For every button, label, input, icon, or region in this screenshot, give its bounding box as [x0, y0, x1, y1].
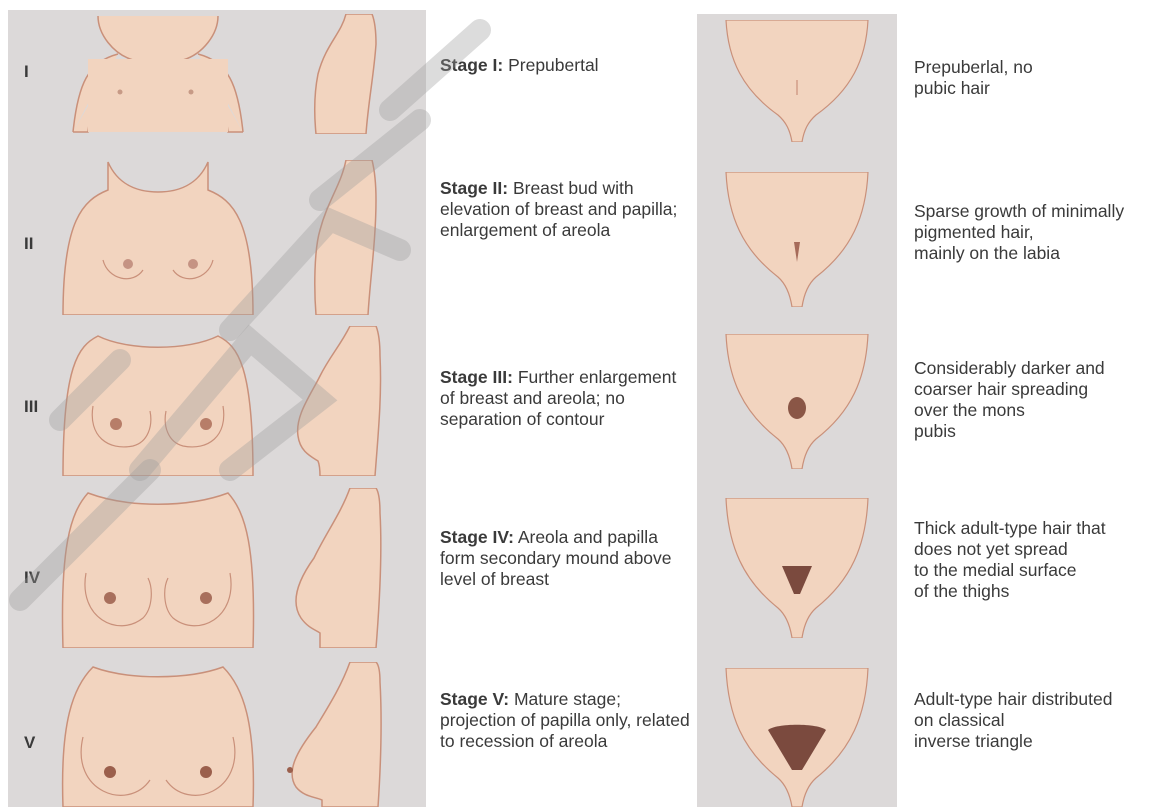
- breast-front-stage-5: [58, 662, 258, 807]
- breast-stage-4-description: Stage IV: Areola and papilla form second…: [440, 527, 690, 590]
- breast-stage-2-description: Stage II: Breast bud with elevation of b…: [440, 178, 690, 241]
- stage-numeral-5: V: [24, 733, 52, 753]
- stage-label-3: Stage III:: [440, 367, 513, 387]
- breast-stage-1-description: Stage I: Prepubertal: [440, 55, 690, 76]
- stage-label-1: Stage I:: [440, 55, 503, 75]
- breast-front-stage-3: [58, 326, 258, 476]
- breast-side-stage-5: [286, 662, 390, 807]
- pubic-figure-stage-1: [716, 20, 878, 142]
- stage-label-4: Stage IV:: [440, 527, 514, 547]
- stage-numeral-3: III: [24, 397, 52, 417]
- stage-numeral-1: I: [24, 62, 52, 82]
- stage-numeral-2: II: [24, 234, 52, 254]
- breast-stage-5-description: Stage V: Mature stage; projection of pap…: [440, 689, 690, 752]
- pubic-figure-stage-5: [716, 668, 878, 807]
- pubic-figure-stage-2: [716, 172, 878, 307]
- breast-side-stage-3: [290, 326, 390, 476]
- breast-stage-3-description: Stage III: Further enlargement of breast…: [440, 367, 690, 430]
- breast-side-stage-2: [306, 160, 386, 315]
- pubic-figure-stage-4: [716, 498, 878, 638]
- stage-text-1: Prepubertal: [508, 55, 598, 75]
- pubic-figure-stage-3: [716, 334, 878, 469]
- stage-label-2: Stage II:: [440, 178, 508, 198]
- stage-label-5: Stage V:: [440, 689, 509, 709]
- breast-side-stage-4: [286, 488, 390, 648]
- breast-front-stage-2: [58, 160, 258, 315]
- breast-front-stage-4: [58, 488, 258, 648]
- breast-front-stage-1: [58, 14, 258, 134]
- breast-side-stage-1: [306, 14, 386, 134]
- stage-numeral-4: IV: [24, 568, 52, 588]
